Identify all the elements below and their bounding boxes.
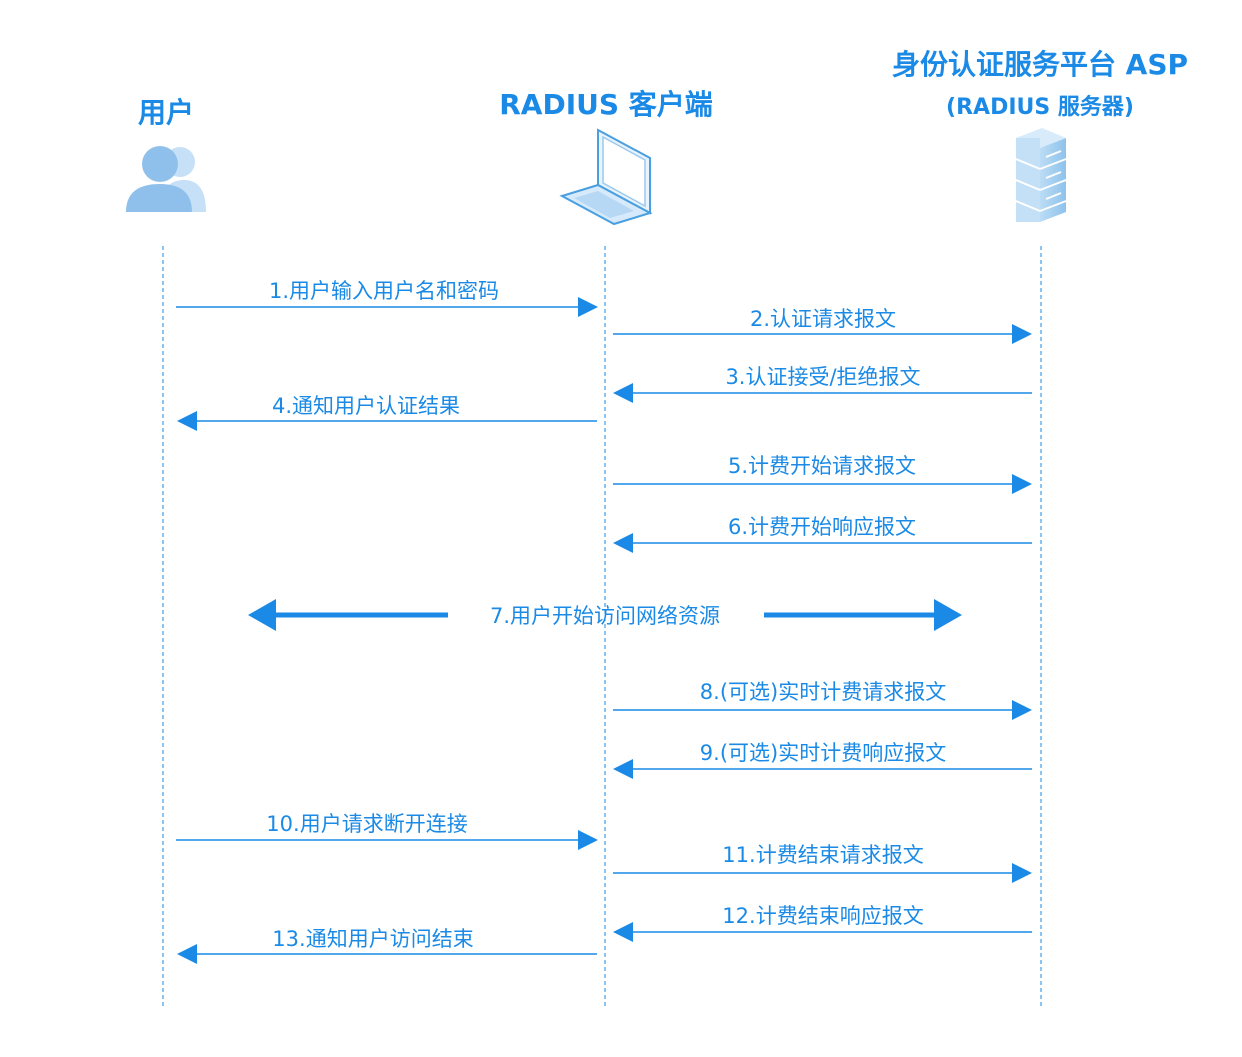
actor-title-user: 用户: [138, 96, 194, 129]
arrowhead: [177, 411, 197, 431]
arrowhead-right: [934, 599, 962, 631]
message-label: 13.通知用户访问结束: [272, 927, 473, 951]
arrowhead: [177, 944, 197, 964]
message-3: 3.认证接受/拒绝报文: [613, 365, 1032, 403]
arrowhead: [613, 533, 633, 553]
arrowhead: [1012, 324, 1032, 344]
message-label: 1.用户输入用户名和密码: [269, 279, 499, 303]
message-7: 7.用户开始访问网络资源: [248, 599, 962, 631]
message-label: 5.计费开始请求报文: [728, 454, 916, 478]
arrowhead: [613, 922, 633, 942]
message-6: 6.计费开始响应报文: [613, 515, 1032, 553]
message-label: 12.计费结束响应报文: [722, 904, 923, 928]
message-label: 4.通知用户认证结果: [272, 394, 460, 418]
message-10: 10.用户请求断开连接: [176, 812, 598, 850]
actor-title-server: 身份认证服务平台 ASP: [892, 48, 1188, 81]
message-label: 8.(可选)实时计费请求报文: [700, 680, 946, 704]
message-8: 8.(可选)实时计费请求报文: [613, 680, 1032, 720]
message-2: 2.认证请求报文: [613, 307, 1032, 344]
message-label: 11.计费结束请求报文: [722, 843, 923, 867]
arrowhead: [578, 297, 598, 317]
message-12: 12.计费结束响应报文: [613, 904, 1032, 942]
laptop-icon: [559, 128, 653, 226]
message-label: 7.用户开始访问网络资源: [490, 604, 720, 628]
arrowhead: [578, 830, 598, 850]
arrowhead: [1012, 474, 1032, 494]
arrowhead: [613, 759, 633, 779]
message-label: 6.计费开始响应报文: [728, 515, 916, 539]
message-label: 2.认证请求报文: [750, 307, 896, 331]
message-4: 4.通知用户认证结果: [177, 394, 597, 431]
message-5: 5.计费开始请求报文: [613, 454, 1032, 494]
arrowhead: [613, 383, 633, 403]
message-label: 9.(可选)实时计费响应报文: [700, 741, 946, 765]
message-label: 10.用户请求断开连接: [266, 812, 467, 836]
server-rack-icon: [1015, 128, 1067, 222]
message-9: 9.(可选)实时计费响应报文: [613, 741, 1032, 779]
arrowhead-left: [248, 599, 276, 631]
actor-subtitle-server: (RADIUS 服务器): [946, 95, 1134, 120]
users-icon: [126, 146, 206, 212]
arrowhead: [1012, 863, 1032, 883]
message-13: 13.通知用户访问结束: [177, 927, 597, 964]
message-11: 11.计费结束请求报文: [613, 843, 1032, 883]
message-list: 1.用户输入用户名和密码 2.认证请求报文 3.认证接受/拒绝报文 4.通知用户认证结…: [176, 279, 1032, 964]
actor-title-client: RADIUS 客户端: [499, 88, 713, 121]
arrowhead: [1012, 700, 1032, 720]
message-1: 1.用户输入用户名和密码: [176, 279, 598, 317]
message-label: 3.认证接受/拒绝报文: [725, 365, 920, 389]
